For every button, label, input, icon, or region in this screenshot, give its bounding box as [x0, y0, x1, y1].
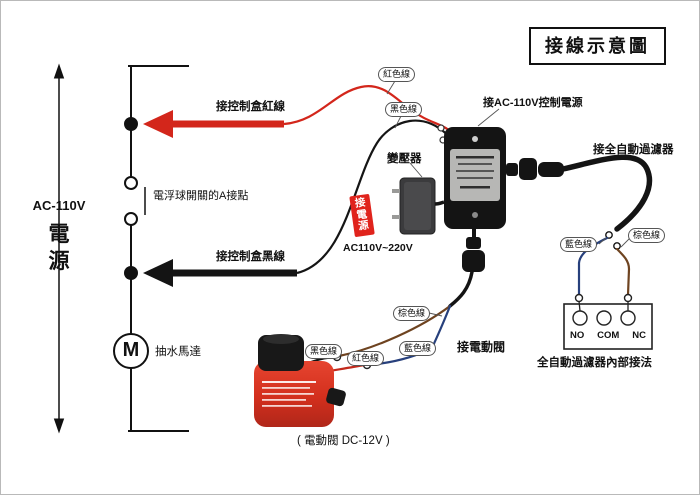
float-switch-label: 電浮球開關的A接點	[153, 190, 249, 202]
valve-connect-label: 接電動閥	[457, 340, 506, 354]
valve-caption: ( 電動閥 DC-12V )	[297, 435, 390, 447]
filter-terminal-box	[563, 300, 653, 350]
motor-symbol: M	[113, 333, 149, 369]
blue-wire-callout-mid: 藍色線	[399, 341, 437, 356]
black-control-wire	[296, 119, 454, 275]
black-arrow-label: 接控制盒黑線	[216, 251, 285, 263]
filter-internal-label: 全自動過濾器內部接法	[537, 357, 652, 369]
float-switch-contacts	[124, 176, 146, 226]
terminal-nc-label: NC	[632, 330, 646, 341]
diagram-title: 接線示意圖	[529, 27, 666, 65]
brown-wire	[615, 247, 631, 297]
filter-terminal-labels: NO COM NC	[564, 330, 652, 341]
brown-wire-callout-right: 棕色線	[628, 228, 666, 243]
blue-wire-callout-right: 藍色線	[560, 237, 598, 252]
filter-cable	[506, 154, 653, 303]
control-box	[444, 127, 506, 229]
ac-voltage-label: AC-110V	[32, 198, 86, 213]
red-wire-terminal	[437, 124, 445, 132]
brown-wire-callout-mid: 棕色線	[393, 306, 431, 321]
red-control-wire	[283, 85, 454, 134]
red-wire-callout: 紅色線	[378, 67, 416, 82]
electric-valve	[254, 334, 365, 427]
terminal-com-label: COM	[597, 330, 620, 341]
transformer-voltage-label: AC110V~220V	[343, 242, 413, 254]
black-wire-callout-valve: 黑色線	[305, 344, 343, 359]
motor-label: 抽水馬達	[155, 346, 201, 358]
power-source-label: 電源	[48, 223, 70, 273]
red-arrow	[143, 110, 284, 138]
black-wire-callout: 黑色線	[385, 102, 423, 117]
terminal-no-label: NO	[570, 330, 585, 341]
red-wire-callout-valve: 紅色線	[347, 351, 385, 366]
transformer-label: 變壓器	[387, 153, 422, 165]
red-arrow-label: 接控制盒紅線	[216, 101, 285, 113]
transformer	[392, 177, 445, 235]
black-arrow	[143, 259, 297, 287]
junction-dots	[124, 117, 138, 280]
filter-connect-label: 接全自動過濾器	[593, 144, 674, 156]
callout-leaders	[320, 80, 632, 366]
control-power-label: 接AC-110V控制電源	[483, 97, 583, 109]
ac-dimension-line	[53, 63, 65, 434]
